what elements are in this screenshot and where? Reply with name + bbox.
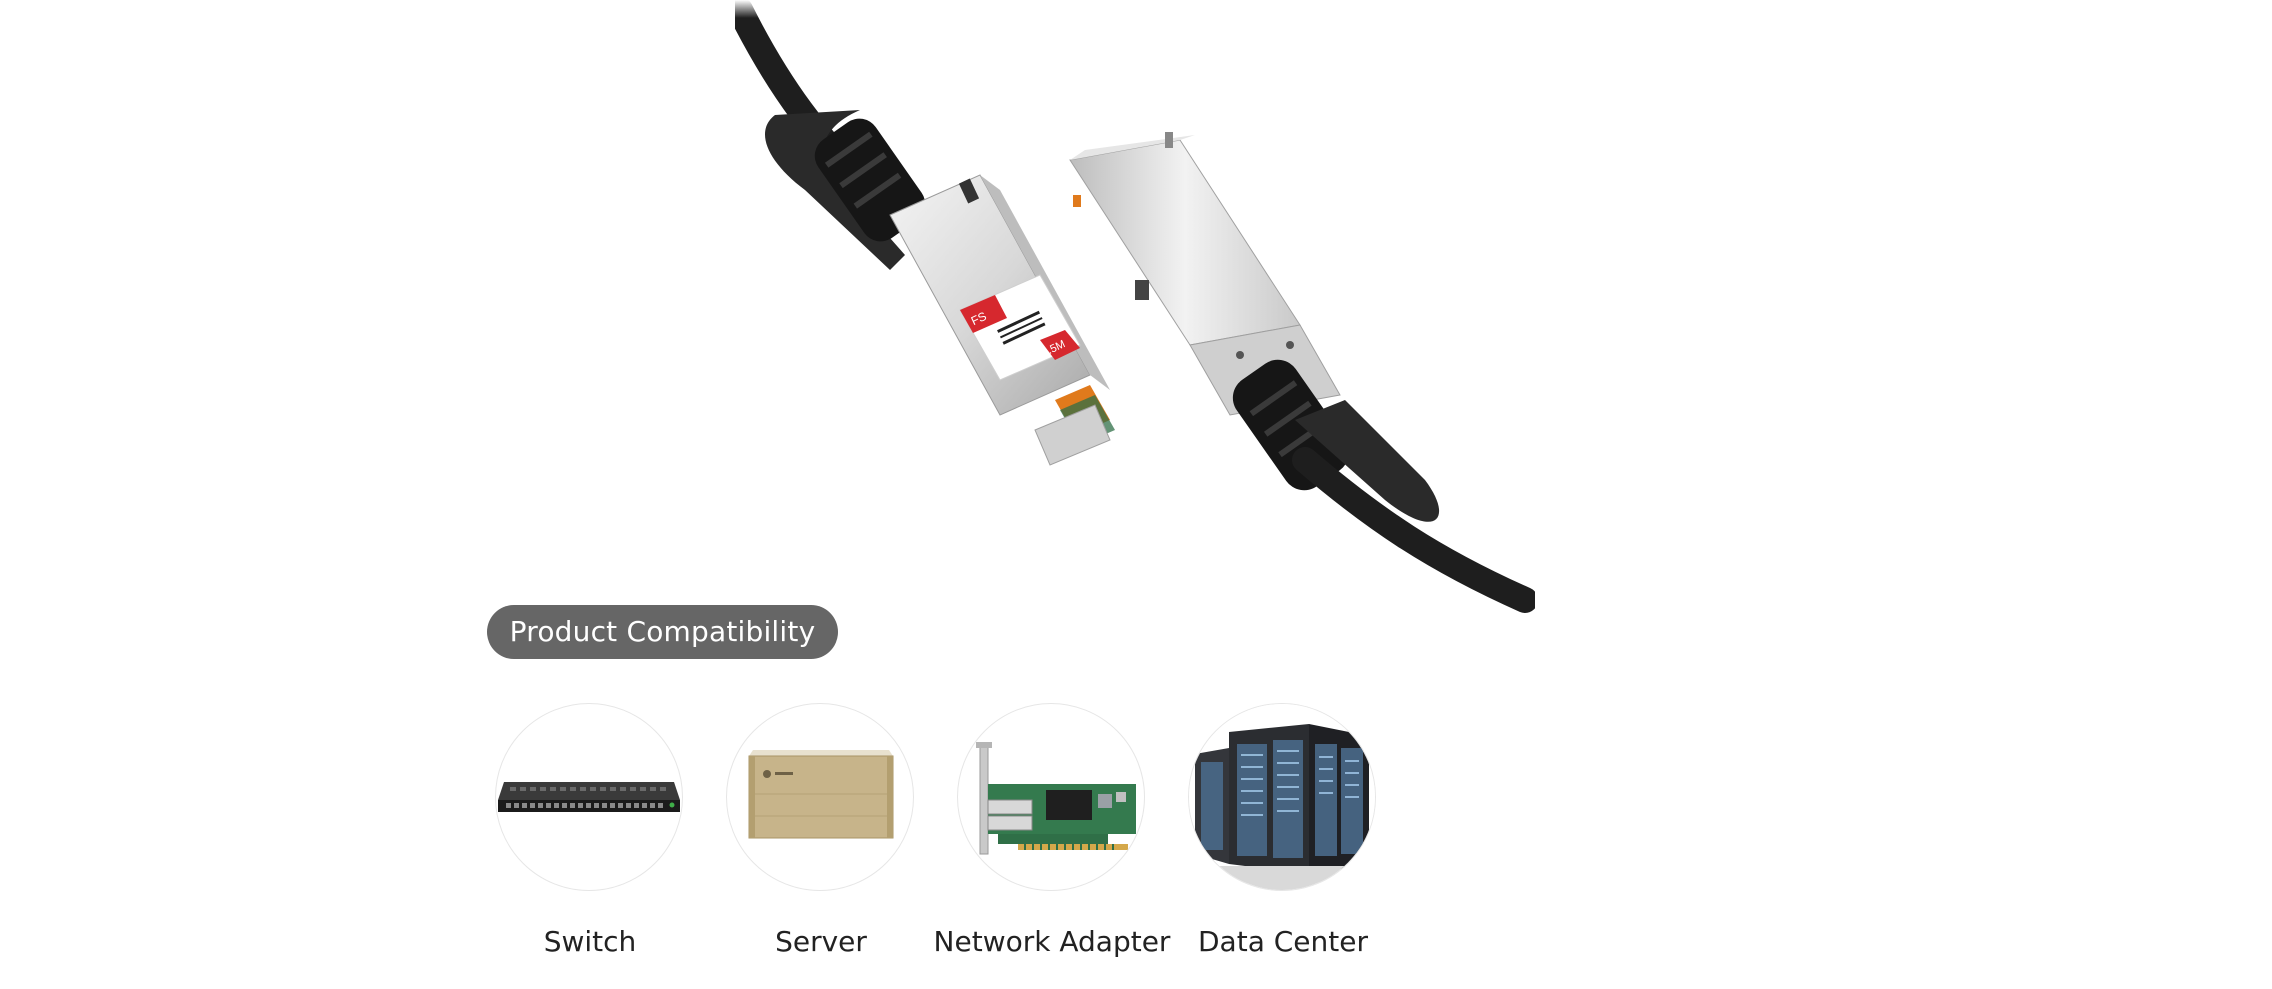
data-center-icon — [1188, 703, 1376, 891]
network-adapter-icon — [957, 703, 1145, 891]
compatibility-label: Switch — [543, 925, 637, 958]
compatibility-label: Network Adapter — [933, 925, 1171, 958]
dac-cable-illustration: FS 0.5M — [727, 0, 1538, 613]
qsfp-connector-left: FS 0.5M — [889, 174, 1115, 466]
compatibility-item-network-adapter: Network Adapter — [934, 703, 1170, 973]
compatibility-item-data-center: Data Center — [1178, 703, 1388, 973]
product-image: FS 0.5M — [727, 0, 1538, 630]
compatibility-list: Switch Server — [485, 703, 1385, 973]
label-brand: FS — [969, 309, 989, 328]
server-icon — [726, 703, 914, 891]
qsfp-connector-right — [1069, 132, 1341, 416]
compatibility-item-server: Server — [716, 703, 926, 973]
switch-icon — [495, 703, 683, 891]
product-compatibility-badge: Product Compatibility — [487, 605, 838, 659]
compatibility-label: Data Center — [1198, 925, 1368, 958]
compatibility-item-switch: Switch — [485, 703, 695, 973]
compatibility-label: Server — [775, 925, 867, 958]
strain-relief-left — [814, 118, 926, 242]
